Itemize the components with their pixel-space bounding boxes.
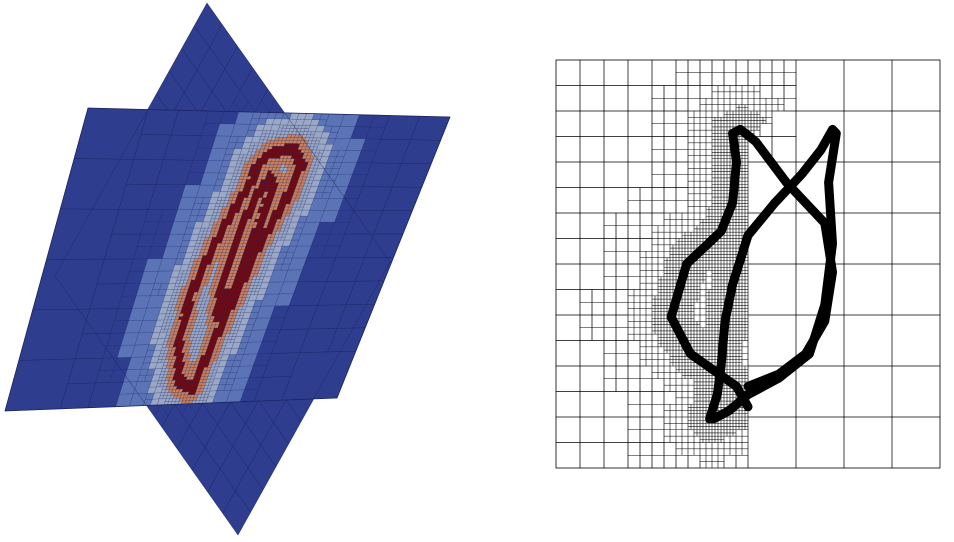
adaptive-mesh-3d-slices: [4, 2, 451, 536]
adaptive-mesh-2d: [555, 59, 941, 469]
slice-plane-b: [5, 108, 450, 411]
